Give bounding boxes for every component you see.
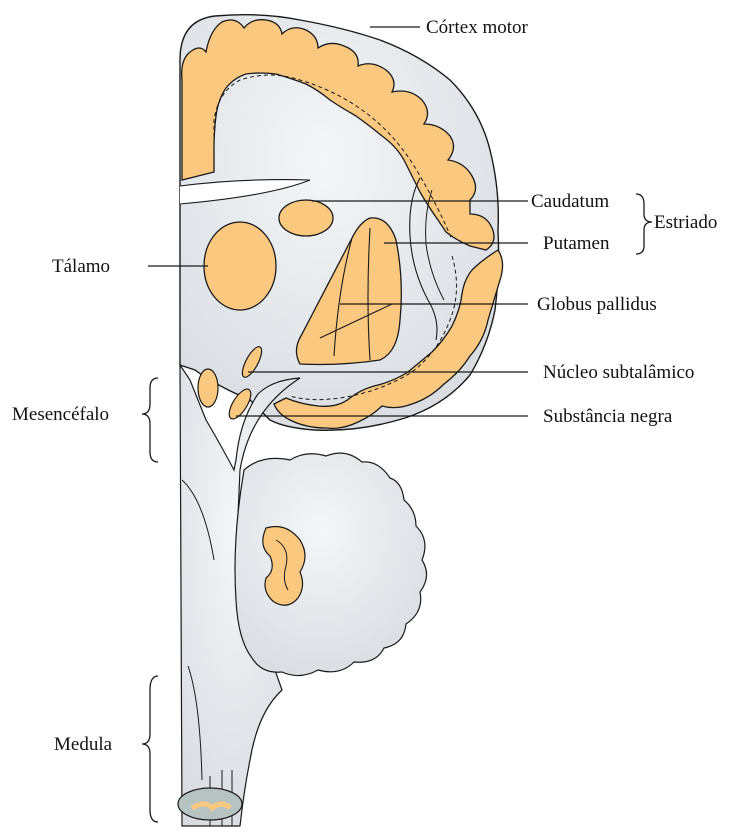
label-putamen: Putamen: [543, 233, 610, 254]
label-substancia-negra: Substância negra: [543, 406, 673, 427]
label-globus-pallidus: Globus pallidus: [537, 294, 657, 315]
caudatum-shape: [279, 200, 333, 236]
label-nucleo-subtalamico: Núcleo subtalâmico: [543, 362, 694, 383]
cerebral-hemisphere: [180, 15, 503, 431]
label-caudatum: Caudatum: [531, 191, 609, 212]
nigra-left-shape: [198, 369, 218, 407]
label-cortex-motor: Córtex motor: [426, 17, 529, 38]
label-mesencefalo: Mesencéfalo: [12, 404, 109, 425]
talamo-shape: [204, 222, 276, 310]
cerebellum: [235, 453, 427, 675]
label-medula: Medula: [54, 734, 113, 755]
label-talamo: Tálamo: [52, 256, 110, 277]
label-estriado: Estriado: [654, 212, 717, 233]
